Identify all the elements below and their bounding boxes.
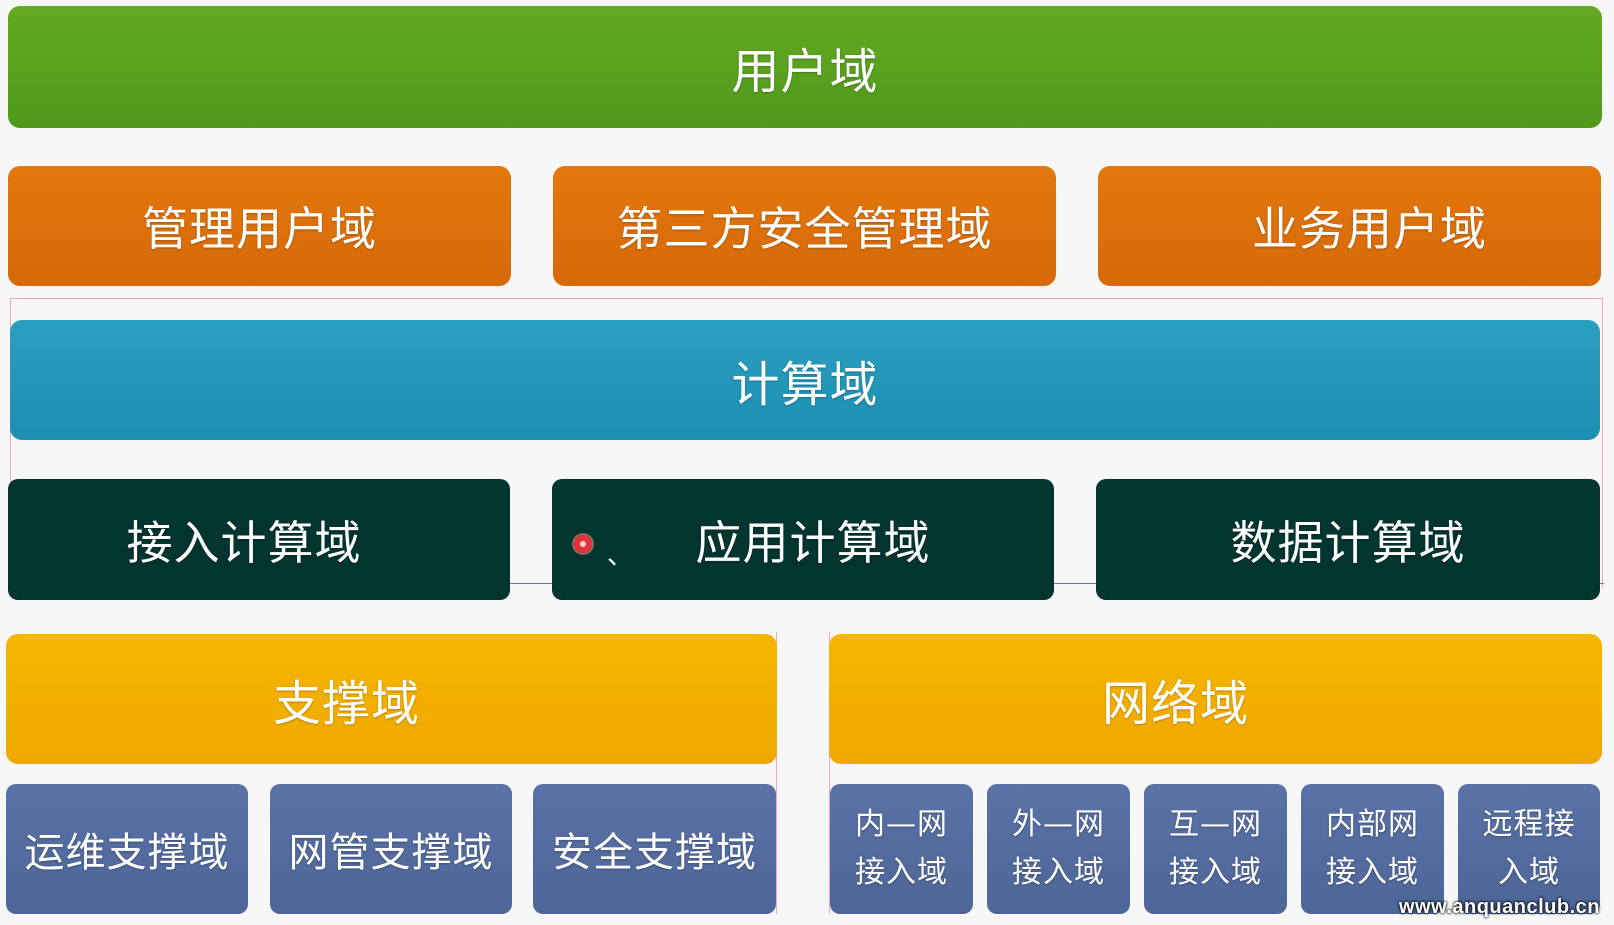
remote-access-line2: 入域: [1498, 855, 1560, 890]
extranet-access-line2: 接入域: [1012, 855, 1105, 890]
user-domain-box: 用户域: [8, 6, 1602, 128]
intranet-access-line2: 接入域: [855, 855, 948, 890]
ops-support-domain-label: 运维支撑域: [24, 830, 230, 876]
internal-network-access-domain-box: 内部网 接入域: [1301, 784, 1444, 914]
application-compute-domain-box: 应用计算域: [552, 479, 1054, 600]
third-party-security-domain-label: 第三方安全管理域: [616, 202, 993, 256]
business-user-domain-label: 业务用户域: [1252, 202, 1487, 256]
management-user-domain-box: 管理用户域: [8, 166, 511, 286]
access-compute-domain-box: 接入计算域: [8, 479, 510, 600]
user-domain-label: 用户域: [731, 44, 879, 100]
netmgmt-support-domain-box: 网管支撑域: [270, 784, 512, 914]
compute-domain-box: 计算域: [10, 320, 1600, 440]
extranet-access-domain-box: 外—网 接入域: [987, 784, 1130, 914]
support-domain-label: 支撑域: [272, 676, 420, 732]
network-domain-box: 网络域: [829, 634, 1602, 764]
remote-access-domain-box: 远程接 入域: [1458, 784, 1600, 914]
extranet-access-line1: 外—网: [1012, 807, 1105, 842]
intranet-access-domain-box: 内—网 接入域: [830, 784, 973, 914]
guide-line-top: [10, 298, 1604, 299]
security-support-domain-box: 安全支撑域: [533, 784, 776, 914]
data-compute-domain-box: 数据计算域: [1096, 479, 1600, 600]
internal-network-access-line2: 接入域: [1326, 855, 1419, 890]
internet-access-line2: 接入域: [1169, 855, 1262, 890]
security-support-domain-label: 安全支撑域: [552, 830, 757, 876]
network-domain-label: 网络域: [1101, 676, 1249, 732]
management-user-domain-label: 管理用户域: [142, 202, 377, 256]
internet-access-domain-box: 互—网 接入域: [1144, 784, 1287, 914]
compute-domain-label: 计算域: [731, 357, 879, 413]
netmgmt-support-domain-label: 网管支撑域: [288, 830, 494, 876]
cursor-mark: 、: [607, 541, 634, 571]
application-compute-domain-label: 应用计算域: [695, 515, 931, 570]
cursor-dot-icon: [574, 535, 592, 553]
guide-line-right: [1602, 298, 1603, 588]
remote-access-line1: 远程接: [1482, 807, 1576, 842]
ops-support-domain-box: 运维支撑域: [6, 784, 248, 914]
access-compute-domain-label: 接入计算域: [126, 515, 362, 570]
third-party-security-domain-box: 第三方安全管理域: [553, 166, 1056, 286]
site-watermark: www.anquanclub.cn: [1398, 896, 1600, 918]
support-domain-box: 支撑域: [6, 634, 777, 764]
business-user-domain-box: 业务用户域: [1098, 166, 1601, 286]
internet-access-line1: 互—网: [1169, 807, 1262, 842]
data-compute-domain-label: 数据计算域: [1230, 515, 1466, 570]
internal-network-access-line1: 内部网: [1326, 807, 1419, 842]
intranet-access-line1: 内—网: [855, 807, 948, 842]
